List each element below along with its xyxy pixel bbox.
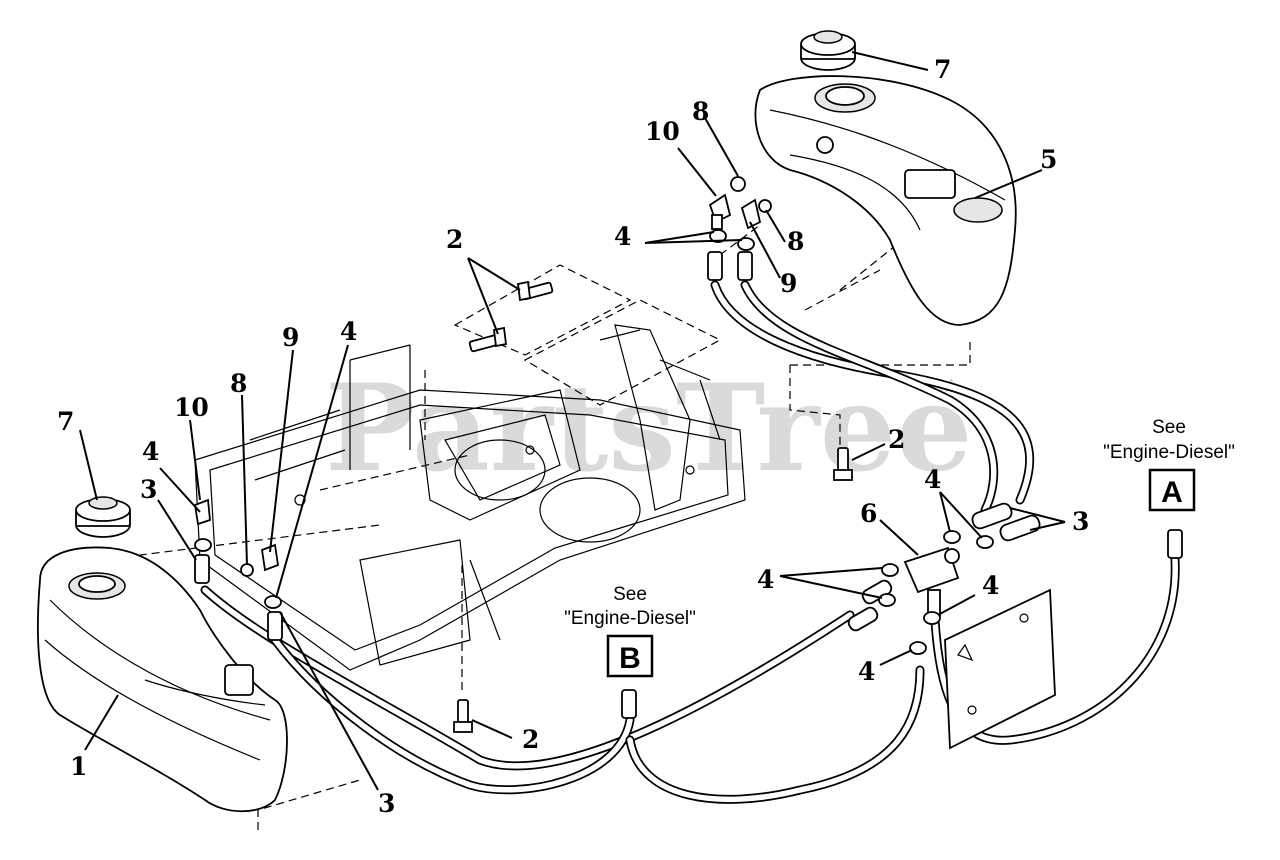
callout-10-right-valve: 10 xyxy=(645,117,680,146)
left-fuel-cap xyxy=(75,496,131,538)
callout-4-tee-upper-clamps: 4 xyxy=(924,465,941,494)
callout-9-left-elbow: 9 xyxy=(282,323,299,352)
callout-3-lower-hose: 3 xyxy=(378,789,395,818)
callout-1-left-fuel-tank: 1 xyxy=(70,752,87,781)
right-fuel-tank xyxy=(754,75,1017,326)
bolt-lower xyxy=(453,699,473,733)
callout-4-left-clamp: 4 xyxy=(142,437,159,466)
left-fuel-tank xyxy=(37,546,288,813)
leader-lines xyxy=(79,51,1066,791)
reference-a-box xyxy=(1148,468,1196,512)
callout-10-left-valve: 10 xyxy=(174,393,209,422)
bolt-right xyxy=(833,447,853,481)
bolt-upper xyxy=(517,280,554,302)
tee-fitting xyxy=(903,546,960,617)
callout-3-left-hose: 3 xyxy=(140,475,157,504)
callout-6-tee-fitting: 6 xyxy=(860,499,877,528)
callout-9-right-elbow: 9 xyxy=(780,269,797,298)
callout-7-left-fuel-cap: 7 xyxy=(57,407,74,436)
right-fuel-cap xyxy=(800,30,856,71)
callout-2-upper-bolt: 2 xyxy=(446,225,463,254)
reference-b: See "Engine-Diesel" B xyxy=(564,584,696,678)
reference-a: See "Engine-Diesel" A xyxy=(1103,417,1235,512)
bolt-middle xyxy=(468,326,507,353)
fittings xyxy=(193,176,1056,750)
callout-2-lower-bolt: 2 xyxy=(522,725,539,754)
callout-4-tee-lower-clamp: 4 xyxy=(858,657,875,686)
reference-b-box xyxy=(606,634,654,678)
reference-b-see: See xyxy=(613,584,647,605)
callout-numbers: 1 2 2 2 3 3 3 4 4 4 4 4 4 4 5 6 7 7 8 8 … xyxy=(57,55,1089,818)
callout-8-upper-bushing: 8 xyxy=(692,97,709,126)
callout-7-right-fuel-cap: 7 xyxy=(934,55,951,84)
reference-a-see: See xyxy=(1152,417,1186,438)
callout-8-left-bushing: 8 xyxy=(230,369,247,398)
callout-5-right-fuel-tank: 5 xyxy=(1040,145,1057,174)
reference-a-target: "Engine-Diesel" xyxy=(1103,442,1235,463)
reference-a-letter: A xyxy=(1161,476,1183,509)
callout-4-tee-left-clamps: 4 xyxy=(757,565,774,594)
reference-b-letter: B xyxy=(619,642,641,675)
callout-2-right-bolt: 2 xyxy=(888,425,905,454)
callout-4-tee-right-clamp: 4 xyxy=(982,571,999,600)
callout-8-right-bushing: 8 xyxy=(787,227,804,256)
callout-4-center-clamp: 4 xyxy=(340,317,357,346)
reference-b-target: "Engine-Diesel" xyxy=(564,608,696,629)
callout-4-upper-clamps: 4 xyxy=(614,222,631,251)
callout-3-right-hoses: 3 xyxy=(1072,507,1089,536)
hose-stubs xyxy=(194,251,1183,719)
